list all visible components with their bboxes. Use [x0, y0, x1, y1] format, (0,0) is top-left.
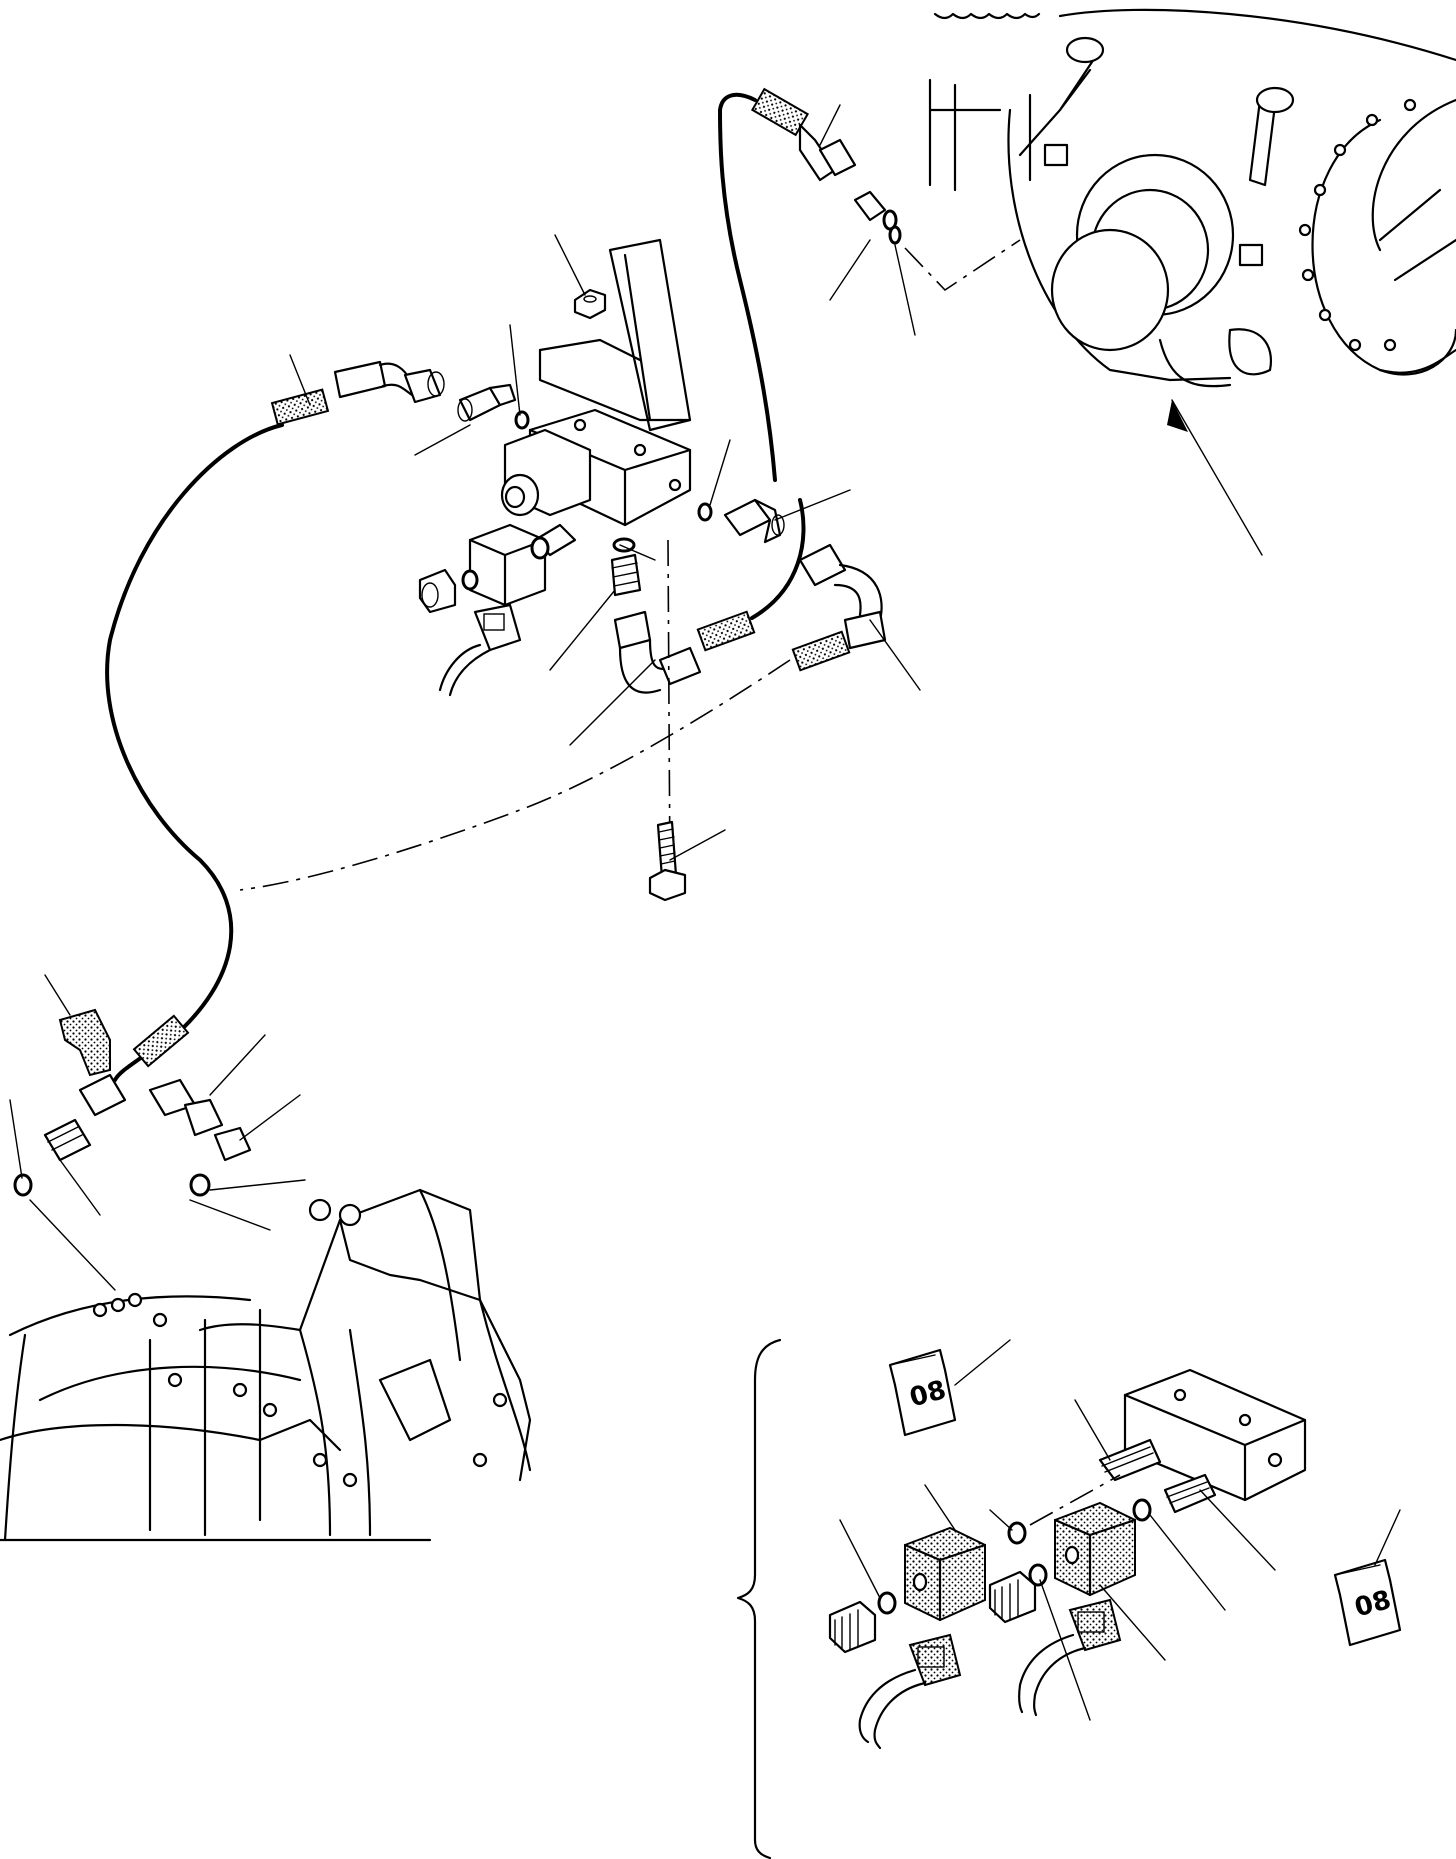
transmission-housing: [0, 1188, 532, 1542]
union-adapter-right: [723, 498, 785, 544]
union-adapter-upper-left: [457, 383, 517, 422]
leader-kit-tag-top: [954, 1339, 1011, 1386]
union-adapter-bottom: [610, 553, 642, 597]
inset-valve-block: [1123, 1368, 1307, 1502]
inset-axis-upper: [1029, 1474, 1121, 1526]
coil-o-ring-left: [461, 569, 479, 591]
leader-lines: [9, 104, 921, 1291]
inset-coil-right: [1053, 1501, 1137, 1597]
hose-long-dashed-route: [239, 659, 791, 891]
inset-valve-stem-lower: [1163, 1473, 1217, 1514]
inset-o-ring-left: [877, 1591, 897, 1615]
leader-kit-tag-right: [1374, 1509, 1401, 1566]
inset-o-ring-center: [1007, 1521, 1027, 1545]
kit-tag-right: 08: [1333, 1558, 1402, 1647]
o-ring-upper-left: [514, 410, 530, 430]
location-arrow-head: [1167, 400, 1188, 432]
o-ring-right: [697, 502, 713, 522]
inset-o-ring-right-coil: [1028, 1563, 1048, 1587]
inset-coil-left: [903, 1526, 987, 1622]
axle-housing: [928, 8, 1456, 388]
inset-valve-stem-upper: [1098, 1438, 1162, 1482]
inset-o-ring-right: [1132, 1498, 1152, 1522]
valve-stem-upper: [530, 523, 577, 560]
o-ring-bottom: [612, 537, 636, 553]
inset-connector-right: [1018, 1598, 1122, 1717]
bracket-nut: [573, 288, 607, 320]
location-arrow-shaft: [1171, 399, 1263, 556]
inset-coil-nut-right: [988, 1570, 1037, 1624]
inset-connector-left: [858, 1633, 962, 1750]
mounting-bolt: [648, 820, 687, 902]
inset-leader-lines: [839, 1399, 1276, 1721]
coil-connector-left: [438, 603, 522, 697]
kit-tag-top: 08: [888, 1348, 957, 1437]
hose-upper-right-to-axle: [717, 87, 902, 482]
lower-hose-fittings: [13, 1008, 252, 1197]
hose-left-upper: [105, 360, 445, 1042]
hose-right-bend: [791, 543, 887, 672]
valve-solenoid-coil-upper: [500, 428, 592, 517]
valve-bracket: [538, 238, 692, 432]
axle-connection-dashline: [904, 239, 1021, 292]
coil-nut-left: [418, 568, 457, 614]
inset-coil-nut-left: [828, 1600, 877, 1654]
valve-solenoid-coil-lower: [468, 523, 547, 607]
inset-bracket: [736, 1338, 782, 1859]
hose-center-bend: [613, 498, 806, 694]
